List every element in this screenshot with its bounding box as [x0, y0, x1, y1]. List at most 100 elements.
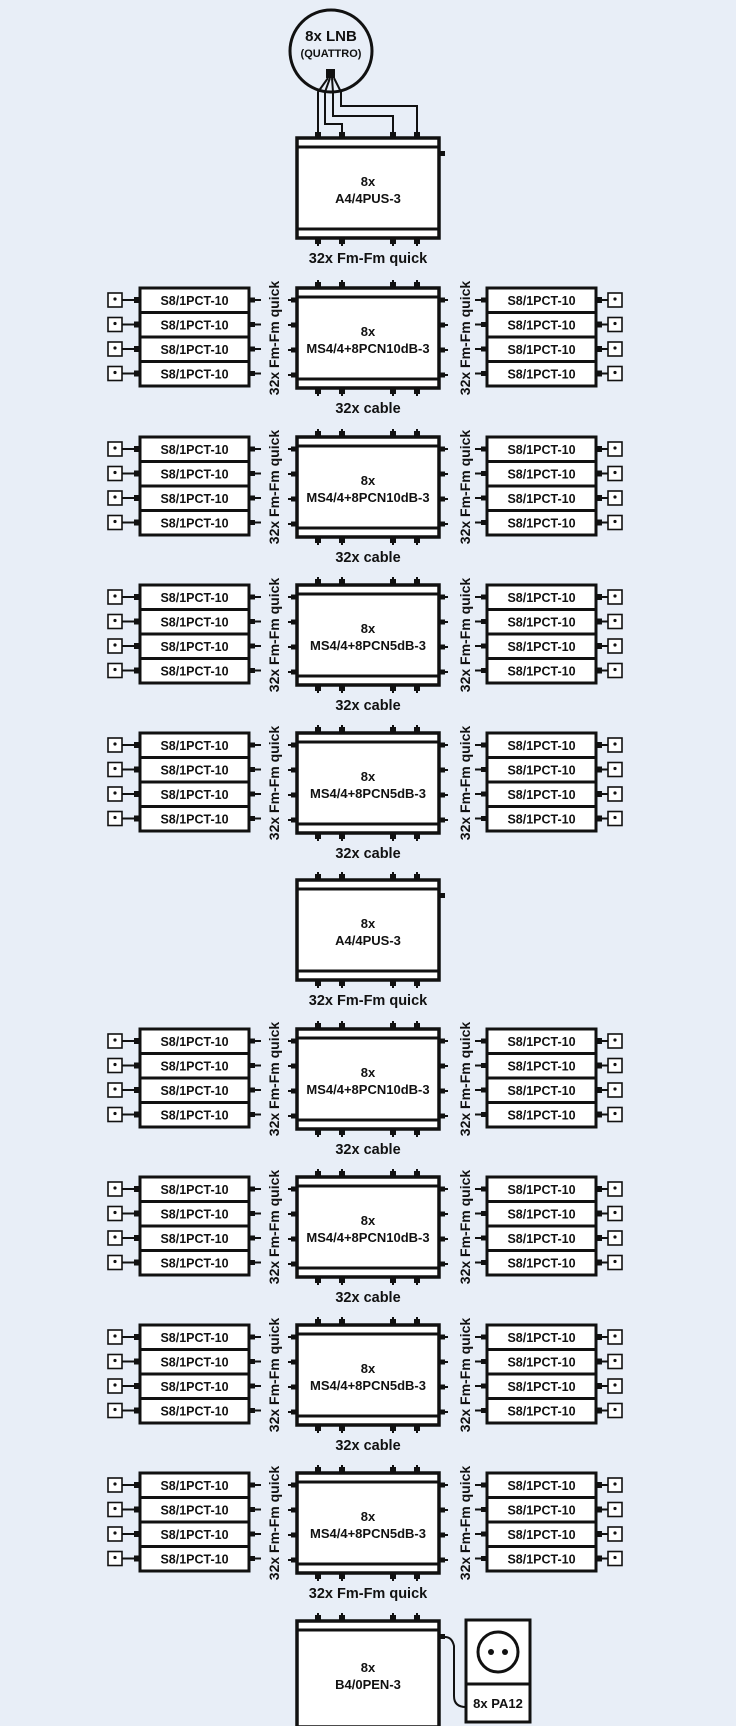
splitter-label: S8/1PCT-10 [507, 1553, 575, 1567]
tap-output-connector [291, 594, 297, 600]
device-model: MS4/4+8PCN10dB-3 [306, 341, 429, 356]
splitter-port [249, 346, 255, 352]
input-connector [315, 132, 321, 138]
tap-output-connector [291, 1482, 297, 1488]
input-connector [315, 1171, 321, 1177]
splitter-label: S8/1PCT-10 [160, 640, 228, 654]
device-model: MS4/4+8PCN5dB-3 [310, 1378, 426, 1393]
splitter-label: S8/1PCT-10 [160, 1257, 228, 1271]
splitter-label: S8/1PCT-10 [160, 1405, 228, 1419]
tap-output-connector [291, 1532, 297, 1538]
outlet-connector [134, 1062, 140, 1069]
tap-output-connector [439, 1557, 445, 1563]
device-multiswitch: 8xMS4/4+8PCN10dB-3S8/1PCT-10S8/1PCT-10S8… [107, 1169, 623, 1306]
input-connector [315, 1615, 321, 1621]
tap-output-connector [439, 594, 445, 600]
outlet-connector [596, 1531, 602, 1537]
tap-output-connector [291, 817, 297, 823]
output-connector [315, 388, 321, 394]
input-connector [315, 579, 321, 585]
wall-outlet-dot [613, 1235, 617, 1239]
lnb-cable [333, 77, 418, 132]
wall-outlet-dot [613, 1506, 617, 1511]
splitter-label: S8/1PCT-10 [507, 1356, 575, 1370]
tap-output-connector [439, 446, 445, 452]
input-connector [315, 1023, 321, 1029]
output-connector [339, 980, 345, 986]
device-qty: 8x [361, 1509, 376, 1524]
side-cable-label-right: 32x Fm-Fm quick [457, 1022, 473, 1137]
output-connector [315, 1425, 321, 1431]
wall-outlet-dot [113, 470, 117, 475]
output-connector [339, 1573, 345, 1579]
tap-output-connector [291, 1359, 297, 1365]
splitter-port [249, 1211, 255, 1216]
tap-output-connector [291, 347, 297, 353]
splitter-port [481, 1482, 487, 1488]
tap-output-connector [291, 619, 297, 625]
input-connector [339, 282, 345, 288]
lnb-label: 8x LNB [305, 28, 357, 45]
tap-output-connector [439, 767, 445, 773]
outlet-connector [596, 667, 602, 674]
splitter-label: S8/1PCT-10 [507, 1331, 575, 1345]
tap-output-connector [439, 1334, 445, 1340]
splitter-label: S8/1PCT-10 [507, 1232, 575, 1246]
tap-output-connector [439, 1261, 445, 1267]
input-connector [390, 132, 396, 138]
outlet-connector [596, 1358, 602, 1365]
outlet-connector [596, 470, 602, 477]
wall-outlet-dot [613, 1210, 617, 1215]
outlet-connector [596, 1482, 602, 1488]
side-cable-label-right: 32x Fm-Fm quick [457, 1170, 473, 1285]
splitter-port [249, 1260, 255, 1265]
tap-output-connector [291, 1261, 297, 1267]
input-connector [315, 727, 321, 733]
power-cable [444, 1636, 467, 1708]
tap-output-connector [439, 471, 445, 477]
input-connector [414, 1171, 420, 1177]
splitter-port [481, 471, 487, 476]
splitter-port [249, 619, 255, 624]
outlet-connector [596, 1407, 602, 1414]
input-connector [390, 727, 396, 733]
outlet-connector [134, 1235, 140, 1241]
device-multiswitch: 8xMS4/4+8PCN10dB-3S8/1PCT-10S8/1PCT-10S8… [107, 1021, 623, 1158]
outlet-connector [134, 766, 140, 773]
splitter-port [481, 1063, 487, 1068]
splitter-port [481, 668, 487, 673]
splitter-port [481, 1334, 487, 1340]
splitter-label: S8/1PCT-10 [507, 294, 575, 308]
splitter-label: S8/1PCT-10 [507, 1504, 575, 1518]
wall-outlet-dot [113, 495, 117, 499]
splitter-port [481, 1087, 487, 1093]
wall-outlet-dot [613, 1087, 617, 1091]
wall-outlet-dot [113, 1087, 117, 1091]
tap-output-connector [439, 1088, 445, 1094]
outlet-connector [596, 1038, 602, 1044]
tap-output-connector [439, 1482, 445, 1488]
splitter-label: S8/1PCT-10 [160, 443, 228, 457]
outlet-connector [134, 1506, 140, 1513]
side-cable-label-right: 32x Fm-Fm quick [457, 281, 473, 396]
tap-output-connector [439, 1063, 445, 1069]
wall-outlet-dot [113, 1235, 117, 1239]
splitter-port [249, 1038, 255, 1044]
device-multiswitch: 8xMS4/4+8PCN10dB-3S8/1PCT-10S8/1PCT-10S8… [107, 429, 623, 566]
outlet-connector [134, 370, 140, 377]
splitter-port [249, 1235, 255, 1241]
outlet-connector [134, 446, 140, 452]
device-body [295, 1027, 441, 1131]
outlet-connector [134, 791, 140, 797]
splitter-label: S8/1PCT-10 [160, 616, 228, 630]
input-connector [414, 1615, 420, 1621]
device-body [295, 286, 441, 390]
side-cable-label-left: 32x Fm-Fm quick [266, 430, 282, 545]
output-connector [315, 833, 321, 839]
outlet-connector [134, 495, 140, 501]
input-connector [315, 874, 321, 880]
splitter-box [138, 1496, 251, 1524]
splitter-label: S8/1PCT-10 [507, 1109, 575, 1123]
